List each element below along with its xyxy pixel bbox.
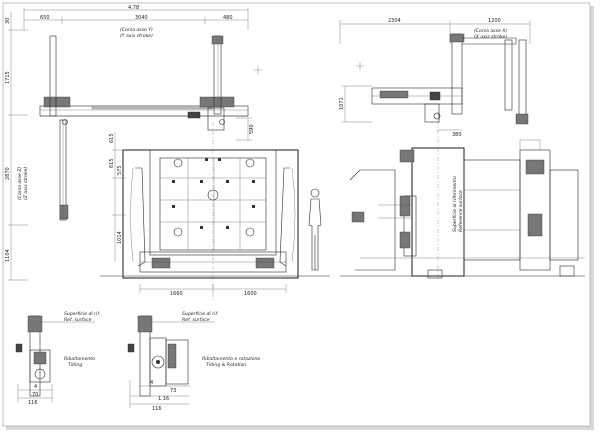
side-dim-right: 1200 <box>488 18 501 24</box>
dim-bottom-left: 1660 <box>170 291 183 297</box>
detail-right-surf-en: Ref. surface <box>182 317 210 323</box>
x-stroke-en: (X axis stroke) <box>474 34 507 40</box>
detail-right-dim-b: 73 <box>170 388 176 394</box>
dim-h-main: 2870 <box>5 167 11 180</box>
detail-left-caption-it: Ribaltamento <box>64 356 95 362</box>
sheet-paper <box>2 2 591 427</box>
dim-seg-right: 480 <box>223 15 233 21</box>
dim-1014: 1014 <box>117 231 123 244</box>
detail-tilting: Superficie di rif. Ref. surface Ribaltam… <box>15 311 100 406</box>
detail-left-dim-b: 70 <box>32 392 38 398</box>
detail-right-dim-a: 4 <box>150 380 153 386</box>
detail-left-caption-en: Tilting <box>68 362 82 368</box>
z-stroke-en: (Z axis stroke) <box>23 167 29 200</box>
detail-tilting-rotation: Superficie di rif. Ref. surface Ribaltam… <box>127 311 260 412</box>
dim-bottom-right: 1600 <box>244 291 257 297</box>
dim-drop: 590 <box>249 124 255 134</box>
dim-575: 575 <box>117 165 123 175</box>
ref-surface-it: Superficie di riferimento <box>452 176 458 232</box>
dim-615b: 615 <box>109 158 115 168</box>
ref-surface-en: Reference surface <box>458 190 464 232</box>
dim-h-total: 1715 <box>5 71 11 84</box>
detail-right-dim-c: 1.16 <box>158 396 169 402</box>
dim-h-lower: 1104 <box>5 249 11 262</box>
detail-left-dim-a: 4 <box>34 384 37 390</box>
side-dim-380: 380 <box>452 132 462 138</box>
side-dim-1071: 1071 <box>339 97 345 110</box>
dim-seg-mid: 3040 <box>135 15 148 21</box>
dim-615a: 615 <box>109 133 115 143</box>
x-stroke-it: (Corsa asse X) <box>474 28 507 34</box>
human-figure <box>308 188 322 271</box>
front-view: 4.78 650 3040 480 (Corsa asse Y) (Y axis… <box>5 5 330 300</box>
dim-top-width: 4.78 <box>128 5 139 11</box>
dim-h-top: 30 <box>5 18 11 24</box>
detail-right-surf-it: Superficie di rif. <box>182 311 218 317</box>
dim-seg-left: 650 <box>40 15 50 21</box>
z-stroke-it: (Corsa asse Z) <box>17 167 23 200</box>
detail-left-surf-it: Superficie di rif. <box>64 311 100 317</box>
side-dim-left: 2304 <box>388 18 401 24</box>
detail-left-dim-c: 116 <box>28 400 38 406</box>
detail-right-dim-d: 116 <box>152 406 162 412</box>
detail-left-surf-en: Ref. surface <box>64 317 92 323</box>
detail-right-caption-it: Ribaltamento e rotazione <box>202 356 260 362</box>
y-stroke-en: (Y axis stroke) <box>120 33 153 39</box>
side-view: 2304 1200 (Corsa asse X) (X axis stroke)… <box>339 18 585 280</box>
y-stroke-it: (Corsa asse Y) <box>120 27 153 33</box>
detail-right-caption-en: Tilting & Rotation <box>206 362 246 368</box>
